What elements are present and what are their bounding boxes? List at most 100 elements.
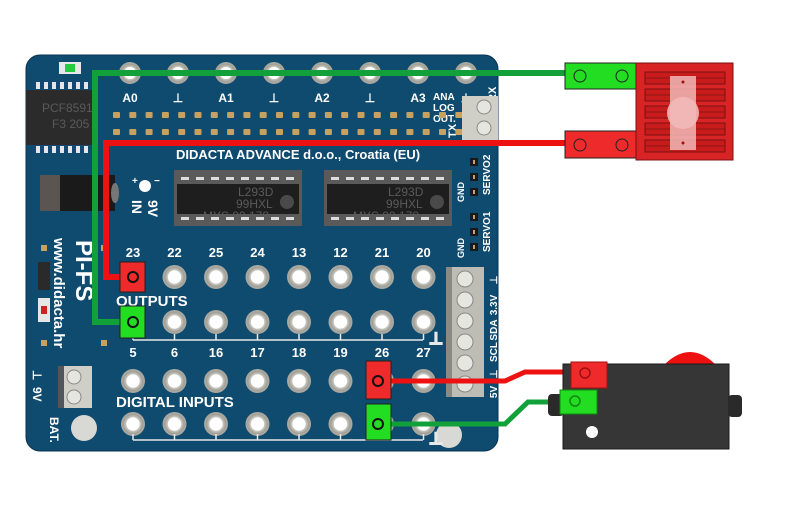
battery-label: BAT. xyxy=(47,417,61,443)
output-label: 25 xyxy=(209,245,223,260)
output-label: 6 xyxy=(171,345,178,360)
gnd-label-1: GND xyxy=(456,238,466,259)
input-hole-2-3[interactable] xyxy=(245,369,270,393)
input-ground-symbol: ⊥ xyxy=(429,431,443,448)
power-in-symbol: + − xyxy=(132,176,160,192)
analog-pin-label: A1 xyxy=(218,91,234,105)
output-hole-0-2[interactable] xyxy=(204,265,228,289)
plug-output-5[interactable] xyxy=(119,305,146,339)
i2c-label: ⊥ xyxy=(489,275,500,284)
resistor xyxy=(38,262,50,290)
output-hole-0-5[interactable] xyxy=(328,265,353,289)
svg-text:PCF8591: PCF8591 xyxy=(42,101,93,115)
output-hole-1-6[interactable] xyxy=(370,310,394,334)
output-label: 18 xyxy=(292,345,306,360)
moisture-sensor[interactable] xyxy=(564,62,734,161)
svg-text:LOG: LOG xyxy=(433,103,455,114)
battery-terminal xyxy=(58,366,92,408)
output-hole-0-1[interactable] xyxy=(162,265,187,289)
svg-text:MYS 99 178: MYS 99 178 xyxy=(203,209,269,223)
pad-grid xyxy=(113,112,463,135)
analog-pin-label: A2 xyxy=(314,91,330,105)
status-led-green xyxy=(65,64,75,72)
input-hole-3-3[interactable] xyxy=(245,412,270,436)
i2c-terminal xyxy=(446,267,484,397)
output-label: 20 xyxy=(416,245,430,260)
output-label: 27 xyxy=(416,345,430,360)
wire-red-switch xyxy=(378,369,585,384)
output-label: 23 xyxy=(126,245,140,260)
plug-input-26-bottom[interactable] xyxy=(365,403,392,441)
output-hole-0-4[interactable] xyxy=(287,265,311,289)
svg-text:L293D: L293D xyxy=(388,185,424,199)
i2c-label: 5V xyxy=(489,386,500,399)
svg-text:L293D: L293D xyxy=(238,185,274,199)
input-hole-3-0[interactable] xyxy=(121,412,145,436)
svg-text:−: − xyxy=(154,176,160,187)
input-hole-3-5[interactable] xyxy=(328,412,353,436)
plug-input-26-top[interactable] xyxy=(365,360,392,400)
svg-text:+: + xyxy=(132,176,138,187)
battery-voltage: 9V xyxy=(30,387,44,402)
input-hole-2-4[interactable] xyxy=(287,369,311,393)
svg-text:MYS 99 178: MYS 99 178 xyxy=(353,209,419,223)
analog-header: A0⊥A1⊥A2⊥A3⊥ xyxy=(119,62,477,105)
output-hole-1-5[interactable] xyxy=(328,310,353,334)
servo2-label: SERVO2 xyxy=(482,154,493,195)
adc-chip: PCF8591 F3 205 xyxy=(26,82,96,153)
mount-hole-right xyxy=(436,422,462,448)
svg-text:ANA: ANA xyxy=(433,92,455,103)
analog-pin-label: ⊥ xyxy=(269,91,279,105)
output-hole-1-2[interactable] xyxy=(204,310,228,334)
analog-pin-label: A0 xyxy=(122,91,138,105)
wire-green-sensor xyxy=(92,70,572,325)
micro-switch[interactable] xyxy=(548,352,742,450)
gnd-label-2: GND xyxy=(456,182,466,203)
mount-hole-left xyxy=(71,415,97,441)
motor-driver-chip-1: L293D 99HXL MYS 99 178 xyxy=(174,170,302,226)
output-label: 5 xyxy=(129,345,136,360)
output-label: 13 xyxy=(292,245,306,260)
power-voltage: 9V xyxy=(145,200,161,218)
output-label: 12 xyxy=(333,245,347,260)
output-hole-0-7[interactable] xyxy=(411,265,436,289)
input-hole-2-0[interactable] xyxy=(121,369,145,393)
output-hole-0-6[interactable] xyxy=(370,265,394,289)
output-label: 16 xyxy=(209,345,223,360)
battery-ground: ⊥ xyxy=(30,370,44,380)
svg-text:OUT.: OUT. xyxy=(433,114,456,125)
i2c-label: SDA xyxy=(489,319,500,340)
output-label: 26 xyxy=(375,345,389,360)
output-hole-1-7[interactable] xyxy=(411,310,436,334)
input-hole-3-4[interactable] xyxy=(287,412,311,436)
analog-pin-label: ⊥ xyxy=(365,91,375,105)
digital-inputs-title: DIGITAL INPUTS xyxy=(116,394,234,411)
board xyxy=(25,54,499,452)
output-label: 24 xyxy=(250,245,265,260)
svg-text:F3 205: F3 205 xyxy=(52,117,90,131)
input-hole-3-2[interactable] xyxy=(204,412,228,436)
website-label: www.didacta.hr xyxy=(50,237,67,348)
servo-headers xyxy=(470,158,478,251)
output-hole-1-4[interactable] xyxy=(287,310,311,334)
input-hole-2-5[interactable] xyxy=(328,369,353,393)
output-hole-1-1[interactable] xyxy=(162,310,187,334)
i2c-label: SCL xyxy=(489,342,500,362)
i2c-label: 3.3V xyxy=(489,294,500,315)
output-hole-0-3[interactable] xyxy=(245,265,270,289)
plug-output-23[interactable] xyxy=(119,261,146,293)
svg-text:99HXL: 99HXL xyxy=(386,197,423,211)
input-hole-2-1[interactable] xyxy=(162,369,187,393)
output-label: 21 xyxy=(375,245,389,260)
analog-pin-label: A3 xyxy=(410,91,426,105)
output-hole-1-3[interactable] xyxy=(245,310,270,334)
analog-pin-label: ⊥ xyxy=(173,91,183,105)
output-label: 19 xyxy=(333,345,347,360)
input-hole-2-2[interactable] xyxy=(204,369,228,393)
manufacturer-label: DIDACTA ADVANCE d.o.o., Croatia (EU) xyxy=(176,147,420,162)
motor-driver-chip-2: L293D 99HXL MYS 99 178 xyxy=(324,170,452,226)
input-hole-3-1[interactable] xyxy=(162,412,187,436)
output-label: 22 xyxy=(167,245,181,260)
output-ground-symbol: ⊥ xyxy=(429,331,443,348)
